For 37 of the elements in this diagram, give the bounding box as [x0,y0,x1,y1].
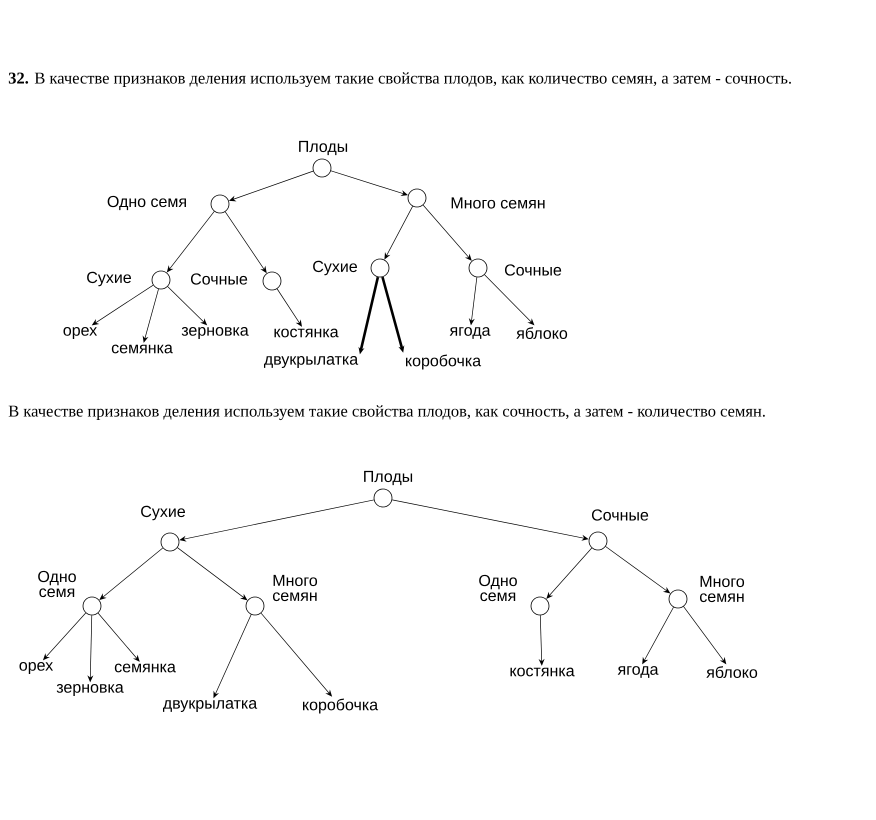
tree-label: семянка [112,344,173,354]
node-label: Плоды [299,140,348,156]
tree-label: зерновка [182,327,249,339]
tree-label: семянка [114,664,176,672]
node-label: Одно семя [479,574,517,602]
node-label: Сухие [141,506,185,520]
tree-label: ягода [618,666,658,678]
node-label: Одно семя [108,196,186,210]
arrow [484,274,534,326]
node-label: Плоды [364,470,412,486]
tree-label: орех [20,662,53,674]
tree-label: коробочка [303,698,378,714]
tree-label: орех [64,327,97,339]
node-label: Сухие [313,260,357,276]
node-label: Сухие [87,272,131,286]
tree-label: костянка [510,668,575,676]
arrow [98,612,140,662]
tree-label: коробочка [406,354,482,370]
tree-label: яблоко [706,666,758,678]
node-label: Сочные [190,273,248,285]
arrow [177,547,248,600]
tree-label: костянка [274,328,339,338]
node-label: Много семян [700,576,744,602]
tree-label: ягода [450,327,490,339]
node-label: Много семян [272,574,318,602]
arrow [422,204,472,261]
paragraph: 32. В качестве признаков деления используем такие свойства плодов, как количество семян, а затем - сочность. [8,72,791,88]
node-label: Много семян [452,197,545,209]
arrow [605,546,670,594]
tree-label: двукрылатка [264,356,358,368]
paragraph: В качестве признаков деления используем такие свойства плодов, как сочность, а затем - количество семян. [8,405,765,420]
node-label: Одно семя [38,570,76,598]
node-label: Сочные [592,509,648,521]
tree-label: двукрылатка [162,700,258,712]
node-label: Сочные [504,264,562,276]
tree-label: зерновка [56,684,124,696]
tree-label: яблоко [516,327,568,339]
